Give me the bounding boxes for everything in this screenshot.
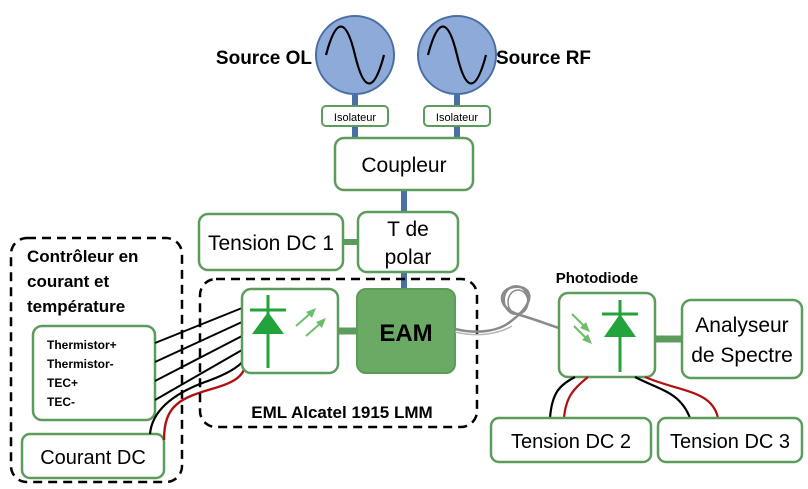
tension-dc1-box: Tension DC 1 [197, 212, 345, 272]
bias-tee-line2: polar [385, 246, 432, 269]
isolator-label: Isolateur [334, 112, 377, 124]
pin-thermistor-minus: Thermistor- [47, 357, 114, 371]
tension-dc1-label: Tension DC 1 [208, 232, 334, 255]
analyzer-line1: Analyseur [695, 314, 788, 337]
bias-tee-line1: T de [387, 218, 429, 241]
tension-dc2-box: Tension DC 2 [489, 416, 653, 464]
isolator-ol: Isolateur [321, 105, 389, 127]
controller-title-line2: courant et [27, 272, 110, 291]
source-rf: Source RF [417, 15, 591, 95]
analyzer-line2: de Spectre [691, 344, 793, 367]
coupler-box: Coupleur [333, 136, 475, 192]
eml-label: EML Alcatel 1915 LMM [251, 403, 432, 422]
photodiode-box [557, 291, 657, 379]
pin-tec-minus: TEC- [47, 395, 75, 409]
controller-title-line3: température [27, 297, 125, 316]
controller-title-line1: Contrôleur en [27, 247, 138, 266]
laser-diode-box [240, 287, 340, 375]
controller-group: Contrôleur en courant et température The… [9, 236, 184, 484]
eam-label: EAM [379, 320, 432, 347]
controller-wires [148, 307, 246, 441]
pin-tec-plus: TEC+ [47, 376, 78, 390]
courant-dc-box: Courant DC [20, 432, 166, 480]
tension-dc2-label: Tension DC 2 [511, 431, 631, 453]
pin-thermistor-plus: Thermistor+ [47, 338, 117, 352]
photodiode-label: Photodiode [556, 270, 639, 287]
analyzer-box: Analyseur de Spectre [680, 298, 804, 380]
eml-module: EML Alcatel 1915 LMM [198, 277, 479, 429]
tension-dc3-label: Tension DC 3 [670, 431, 790, 453]
coupler-label: Coupleur [361, 154, 446, 177]
tension-dc3-box: Tension DC 3 [656, 416, 804, 464]
eam-block: EAM [356, 288, 456, 374]
courant-dc-label: Courant DC [40, 447, 146, 469]
bias-tee-box: T de polar [356, 210, 460, 274]
laser-diode-icon [250, 295, 326, 368]
isolator-label: Isolateur [436, 112, 479, 124]
controller-pins-box [31, 324, 157, 422]
isolator-rf: Isolateur [423, 105, 491, 127]
source-ol-label: Source OL [216, 48, 312, 69]
photodiode-icon [571, 300, 638, 372]
source-rf-label: Source RF [496, 48, 591, 69]
source-ol: Source OL [216, 15, 395, 95]
photodiode-wires [548, 375, 720, 419]
